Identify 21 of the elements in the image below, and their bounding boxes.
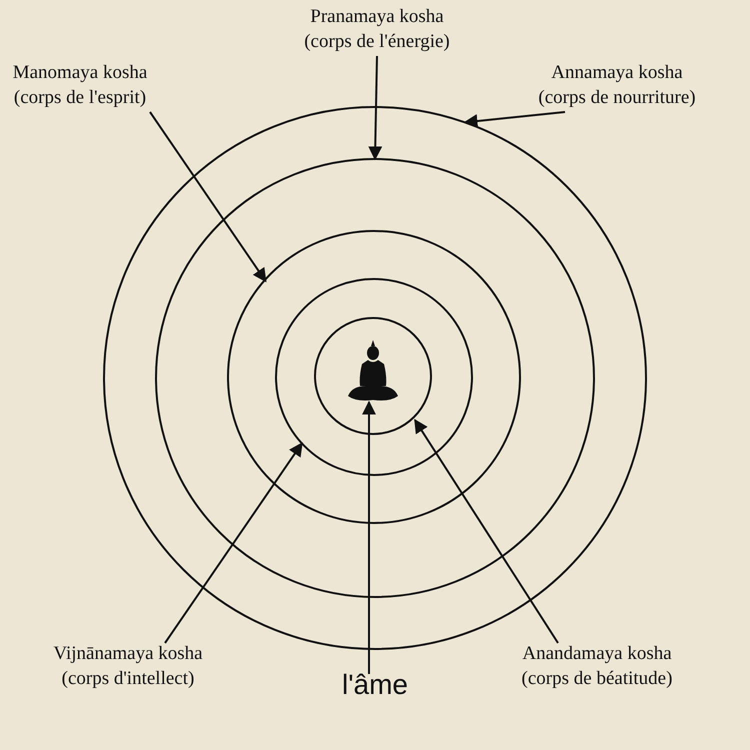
arrow — [368, 56, 382, 160]
arrow — [164, 442, 303, 644]
kosha-gloss: (corps de nourriture) — [537, 86, 697, 110]
ring — [314, 317, 432, 435]
ring — [274, 278, 472, 476]
kosha-name: l'âme — [340, 672, 410, 697]
kosha-gloss: (corps de l'esprit) — [12, 86, 148, 110]
kosha-name: Manomaya kosha — [12, 61, 148, 85]
kosha-gloss: (corps de béatitude) — [520, 667, 674, 691]
kosha-name: Pranamaya kosha — [309, 5, 445, 29]
arrow — [464, 111, 566, 128]
kosha-gloss: (corps d'intellect) — [60, 667, 196, 691]
kosha-name: Anandamaya kosha — [521, 642, 673, 666]
kosha-gloss: (corps de l'énergie) — [303, 30, 451, 54]
ring — [154, 158, 594, 598]
arrow — [414, 418, 559, 644]
kosha-name: Vijnānamaya kosha — [52, 642, 204, 666]
arrow — [149, 111, 266, 282]
ring — [227, 230, 521, 524]
arrow — [362, 400, 376, 674]
kosha-name: Annamaya kosha — [550, 61, 684, 85]
